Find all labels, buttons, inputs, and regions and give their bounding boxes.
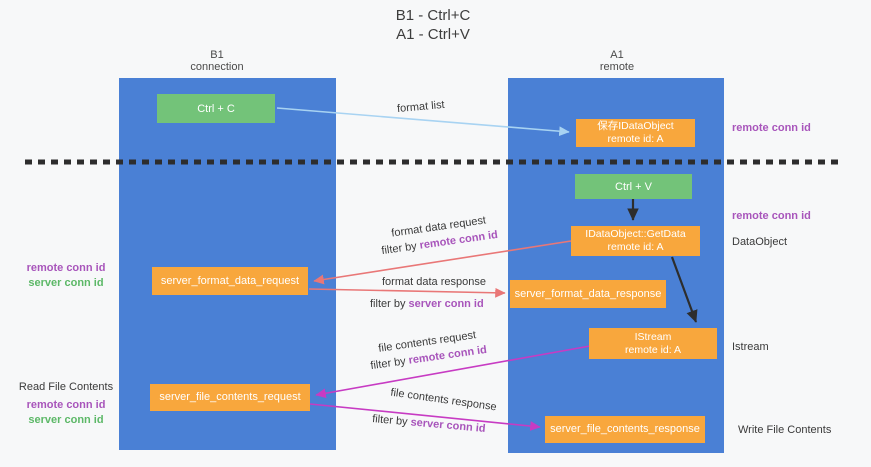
file-contents-response-label: file contents response [389,386,498,414]
column-header-b1-name: B1 [210,49,224,61]
remote-conn-id-annotation-left: remote conn id [26,262,106,274]
format-data-response-arrow [308,287,506,298]
diagram-title: B1 - Ctrl+C A1 - Ctrl+V [328,6,538,44]
istream-label: IStream [634,330,672,343]
filter-by-text: filter by [369,354,410,373]
remote-conn-id-annotation-top-right: remote conn id [732,122,811,134]
dataobject-annotation: DataObject [732,236,788,248]
server-file-contents-response-box: server_file_contents_response [545,416,705,443]
server-file-contents-request-box: server_file_contents_request [150,384,310,411]
filter-by-server-conn-id-label-1: filter by server conn id [370,298,484,310]
idataobject-getdata-remote-id: remote id: A [607,241,664,253]
filter-by-text: filter by [371,413,412,429]
remote-conn-id-annotation-mid-right: remote conn id [732,210,811,222]
write-file-contents-annotation: Write File Contents [738,424,832,436]
filter-by-text: filter by [370,298,409,310]
column-header-b1: B1 connection [157,49,277,73]
server-conn-id-text: server conn id [410,416,487,435]
idataobject-getdata-box: IDataObject::GetData remote id: A [571,226,700,256]
server-format-data-response-box: server_format_data_response [510,280,666,308]
title-line-2: A1 - Ctrl+V [396,26,470,43]
format-list-label: format list [396,98,446,116]
conn-id-annotation-group-bottom-left: remote conn id server conn id [0,398,132,428]
server-format-data-request-box: server_format_data_request [152,267,308,295]
column-header-b1-sub: connection [190,61,244,73]
title-line-1: B1 - Ctrl+C [395,7,471,24]
remote-conn-id-annotation-left-2: remote conn id [26,399,106,411]
column-header-a1-name: A1 [610,49,624,61]
save-idataobject-label: 保存IDataObject [597,120,674,132]
idataobject-getdata-label: IDataObject::GetData [585,228,686,240]
format-data-response-label: format data response [382,276,486,288]
istream-remote-id: remote id: A [624,343,682,356]
save-idataobject-remote-id: remote id: A [607,133,664,145]
server-conn-id-annotation-left-2: server conn id [28,414,104,426]
server-conn-id-text: server conn id [408,298,484,310]
column-header-a1-sub: remote [599,61,635,73]
istream-annotation: Istream [732,341,769,353]
server-conn-id-annotation-left: server conn id [28,277,104,289]
ctrl-v-box: Ctrl + V [575,174,692,199]
filter-by-server-conn-id-label-2: filter by server conn id [372,413,486,435]
conn-id-annotation-group-top-left: remote conn id server conn id [0,261,132,291]
istream-box: IStream remote id: A [589,328,717,359]
read-file-contents-annotation: Read File Contents [18,381,114,393]
filter-by-text: filter by [380,239,421,258]
save-idataobject-box: 保存IDataObject remote id: A [576,119,695,147]
ctrl-c-box: Ctrl + C [157,94,275,123]
column-header-a1: A1 remote [557,49,677,73]
